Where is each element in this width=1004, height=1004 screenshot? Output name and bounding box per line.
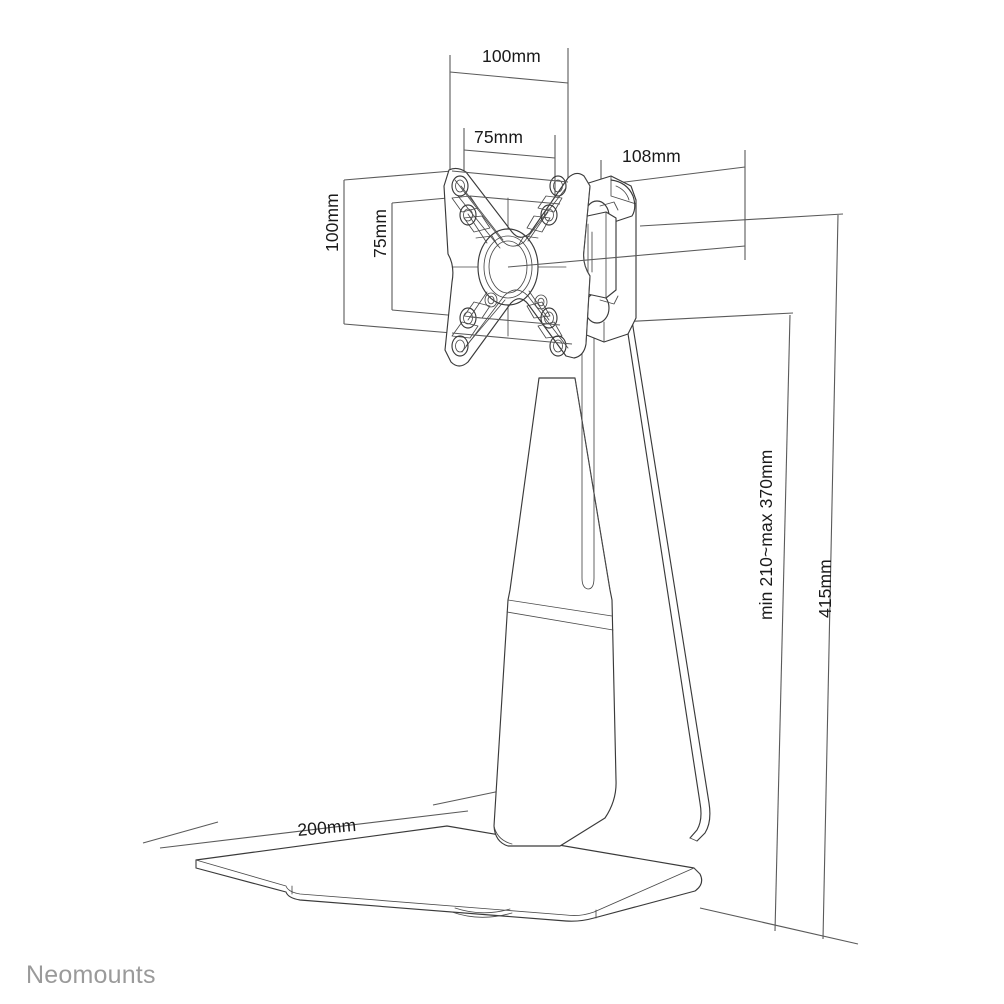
dim-height-range xyxy=(599,312,794,932)
stand-assembly xyxy=(195,167,746,922)
dim-vesa-height-outer xyxy=(343,170,453,334)
brand-logo-text: Neomounts xyxy=(26,961,156,989)
label-total-height: 415mm xyxy=(815,559,835,618)
vesa-plate xyxy=(443,167,591,367)
label-depth: 108mm xyxy=(622,146,681,166)
label-vesa-width-inner: 75mm xyxy=(474,127,523,147)
base-plate xyxy=(195,825,703,922)
label-vesa-height-outer: 100mm xyxy=(322,193,342,252)
leader-lines-over-part xyxy=(451,170,746,345)
support-column xyxy=(493,377,617,847)
dim-baseline-right xyxy=(699,907,859,945)
dim-total-height xyxy=(639,213,844,940)
dimension-labels-group: 100mm 75mm 108mm 100mm 75mm min 210~max … xyxy=(297,46,835,840)
label-base-width: 200mm xyxy=(297,815,357,840)
label-vesa-height-inner: 75mm xyxy=(370,209,390,258)
dim-base-width xyxy=(142,789,506,849)
label-vesa-width-outer: 100mm xyxy=(482,46,541,66)
height-adjust-rod xyxy=(581,299,595,590)
label-height-range: min 210~max 370mm xyxy=(756,450,776,620)
rear-support-strut xyxy=(616,261,711,842)
